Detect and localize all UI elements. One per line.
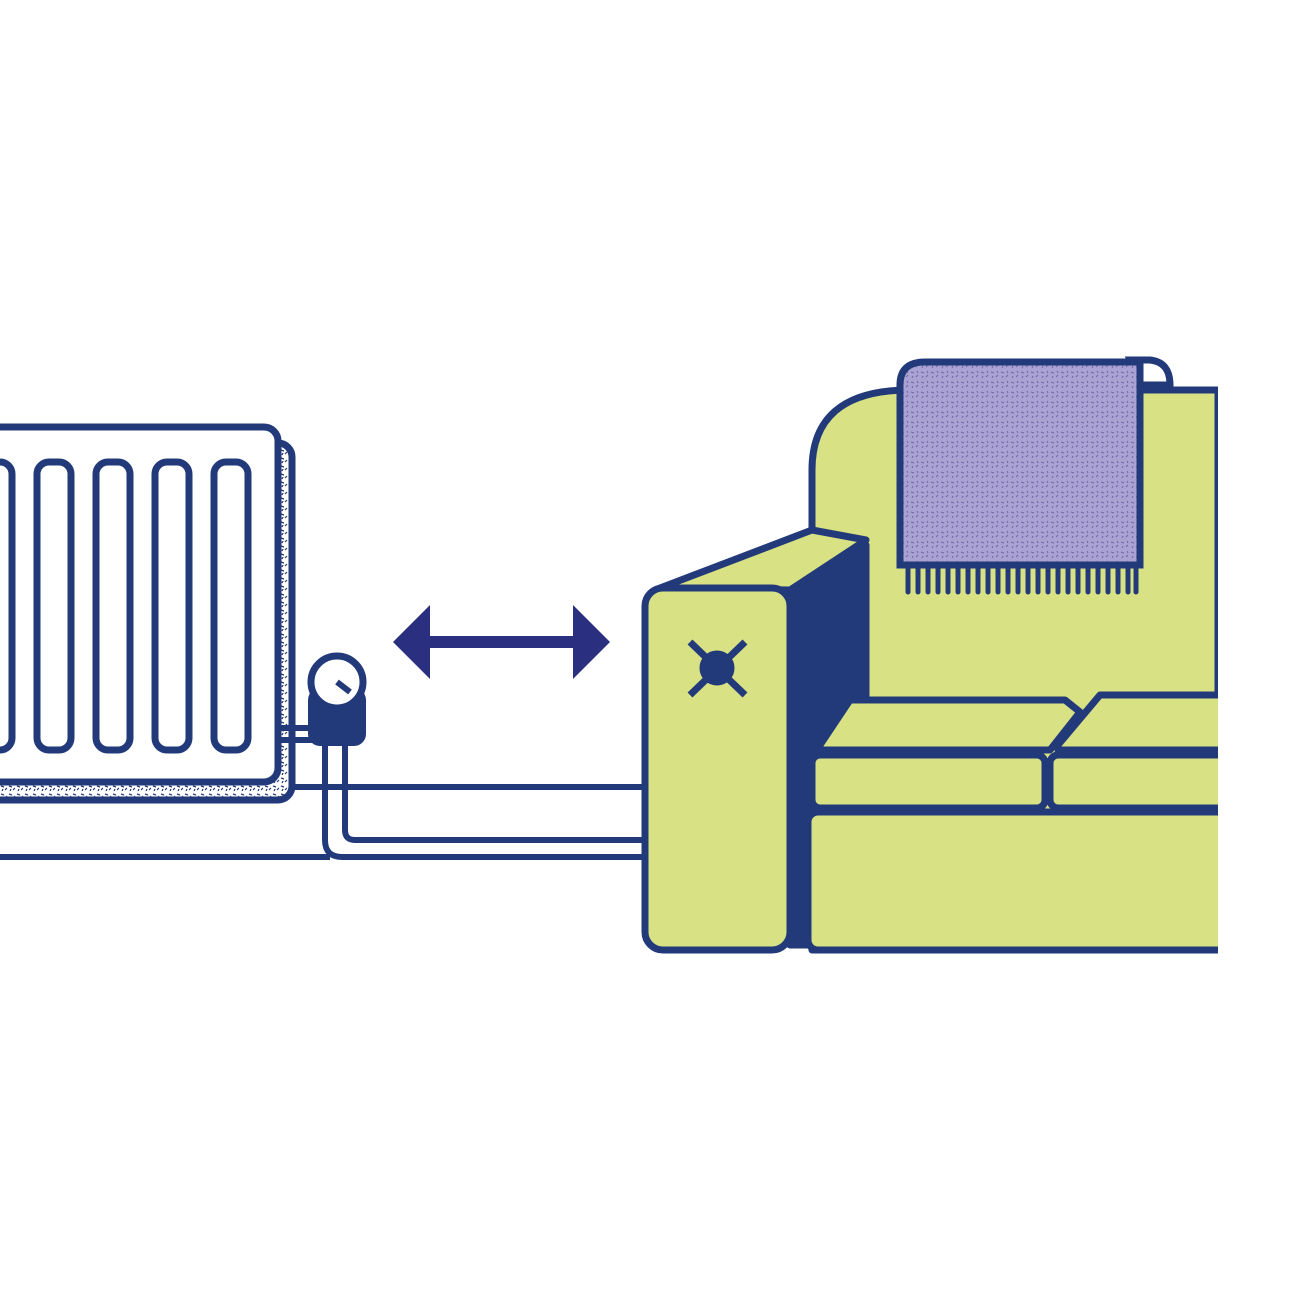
radiator-icon [0, 423, 296, 804]
double-arrow-icon [393, 605, 610, 679]
thermostatic-valve-icon [307, 652, 367, 746]
blanket-icon [896, 356, 1174, 595]
button-tuft-icon [687, 639, 748, 698]
pipes [0, 725, 645, 860]
